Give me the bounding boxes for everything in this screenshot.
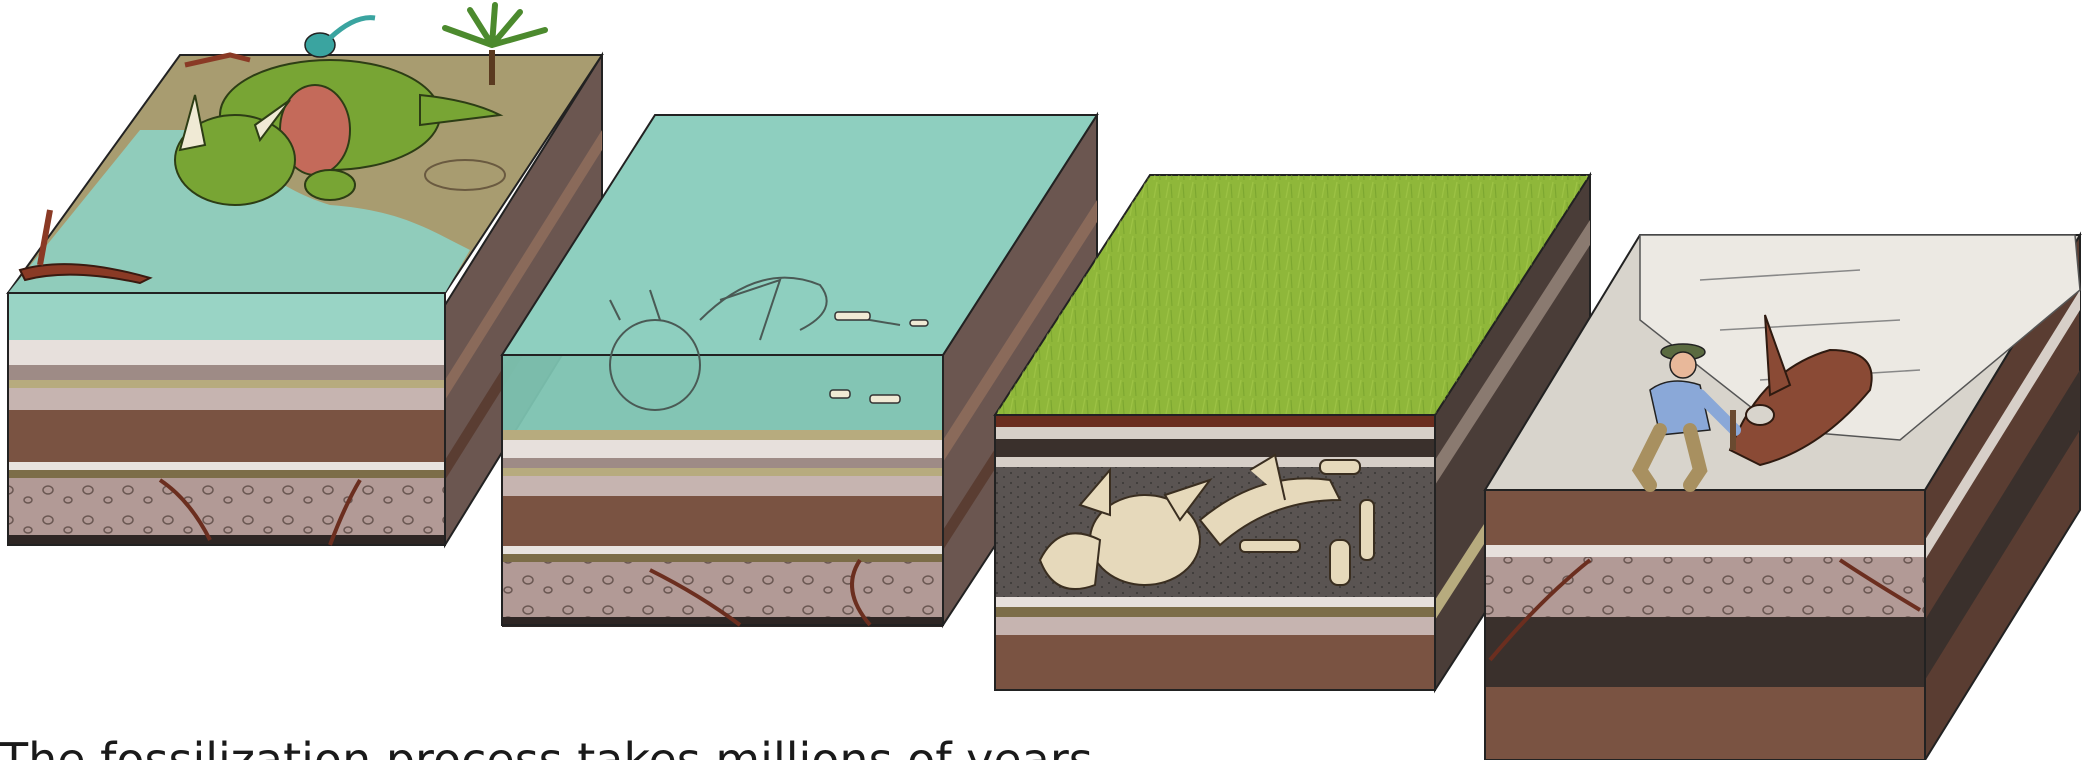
caption: The fossilization process takes millions… xyxy=(0,730,1200,760)
small-pterosaur xyxy=(305,18,375,57)
